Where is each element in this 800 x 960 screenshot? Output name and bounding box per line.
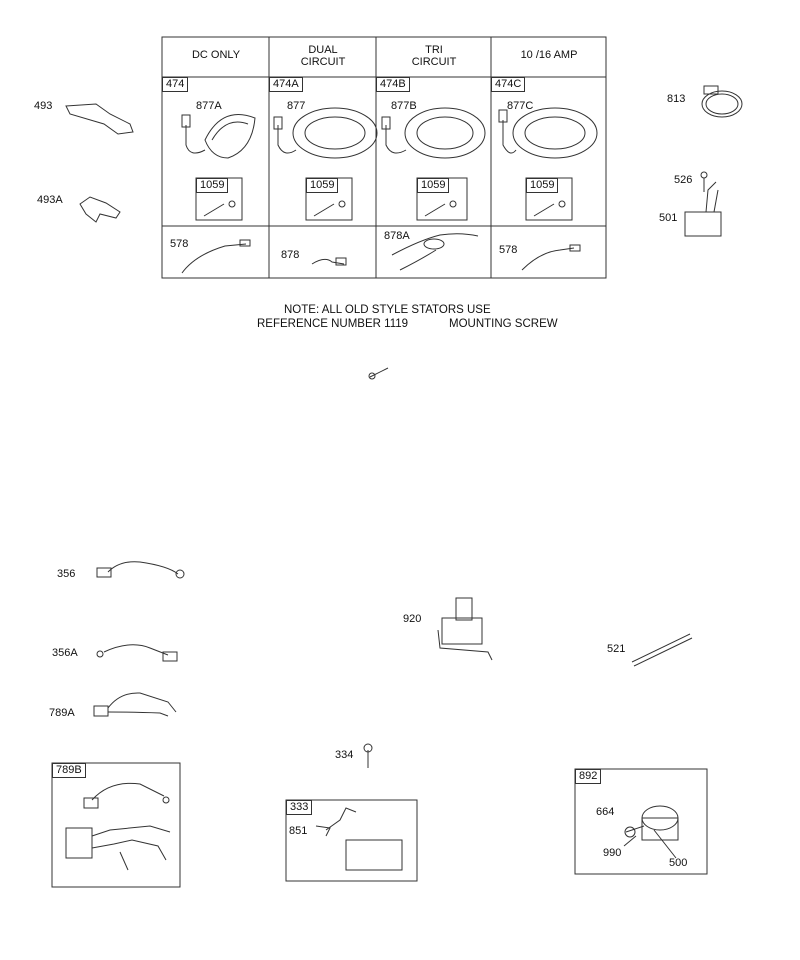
header-dual-circuit: DUAL CIRCUIT	[300, 44, 346, 68]
lead-878A: 878A	[384, 230, 410, 242]
screw-kit-1059-d: 1059	[526, 178, 559, 193]
part-501: 501	[659, 212, 678, 224]
header-dc-only: DC ONLY	[191, 49, 241, 61]
note-line-2-right: MOUNTING SCREW	[449, 318, 558, 330]
part-851: 851	[289, 825, 308, 837]
part-526: 526	[674, 174, 693, 186]
stator-877B: 877B	[391, 100, 417, 112]
part-356: 356	[57, 568, 76, 580]
kit-474C: 474C	[491, 77, 526, 92]
stator-ring-icon	[181, 107, 598, 159]
kit-474B: 474B	[376, 77, 410, 92]
part-920: 920	[403, 613, 422, 625]
note-line-1: NOTE: ALL OLD STYLE STATORS USE	[284, 304, 491, 316]
header-tri-circuit: TRI CIRCUIT	[411, 44, 457, 68]
lead-878: 878	[281, 249, 300, 261]
stator-877C: 877C	[507, 100, 534, 112]
screw-kit-1059-a: 1059	[196, 178, 229, 193]
part-356A: 356A	[52, 647, 78, 659]
part-664: 664	[596, 806, 615, 818]
box-333	[285, 799, 418, 882]
stator-877: 877	[287, 100, 306, 112]
stator-877A: 877A	[196, 100, 222, 112]
part-493A: 493A	[37, 194, 63, 206]
kit-474: 474	[162, 77, 189, 92]
screw-kit-1059-b: 1059	[306, 178, 339, 193]
lead-578-b: 578	[499, 244, 518, 256]
kit-474A: 474A	[269, 77, 303, 92]
box-892	[574, 768, 708, 875]
part-521: 521	[607, 643, 626, 655]
note-line-2-left: REFERENCE NUMBER 1119	[257, 318, 409, 330]
box-tag-892: 892	[575, 769, 602, 784]
part-990: 990	[603, 847, 622, 859]
screw-icon	[203, 200, 566, 217]
stator-table-frame	[161, 36, 607, 279]
box-tag-333: 333	[286, 800, 313, 815]
box-789B	[51, 762, 181, 888]
screw-kit-1059-c: 1059	[417, 178, 450, 193]
lead-578-a: 578	[170, 238, 189, 250]
part-500: 500	[669, 857, 688, 869]
part-493: 493	[34, 100, 53, 112]
part-813: 813	[667, 93, 686, 105]
header-10-16-amp: 10 /16 AMP	[520, 49, 578, 61]
part-334: 334	[335, 749, 354, 761]
part-789A: 789A	[49, 707, 75, 719]
box-tag-789B: 789B	[52, 763, 86, 778]
